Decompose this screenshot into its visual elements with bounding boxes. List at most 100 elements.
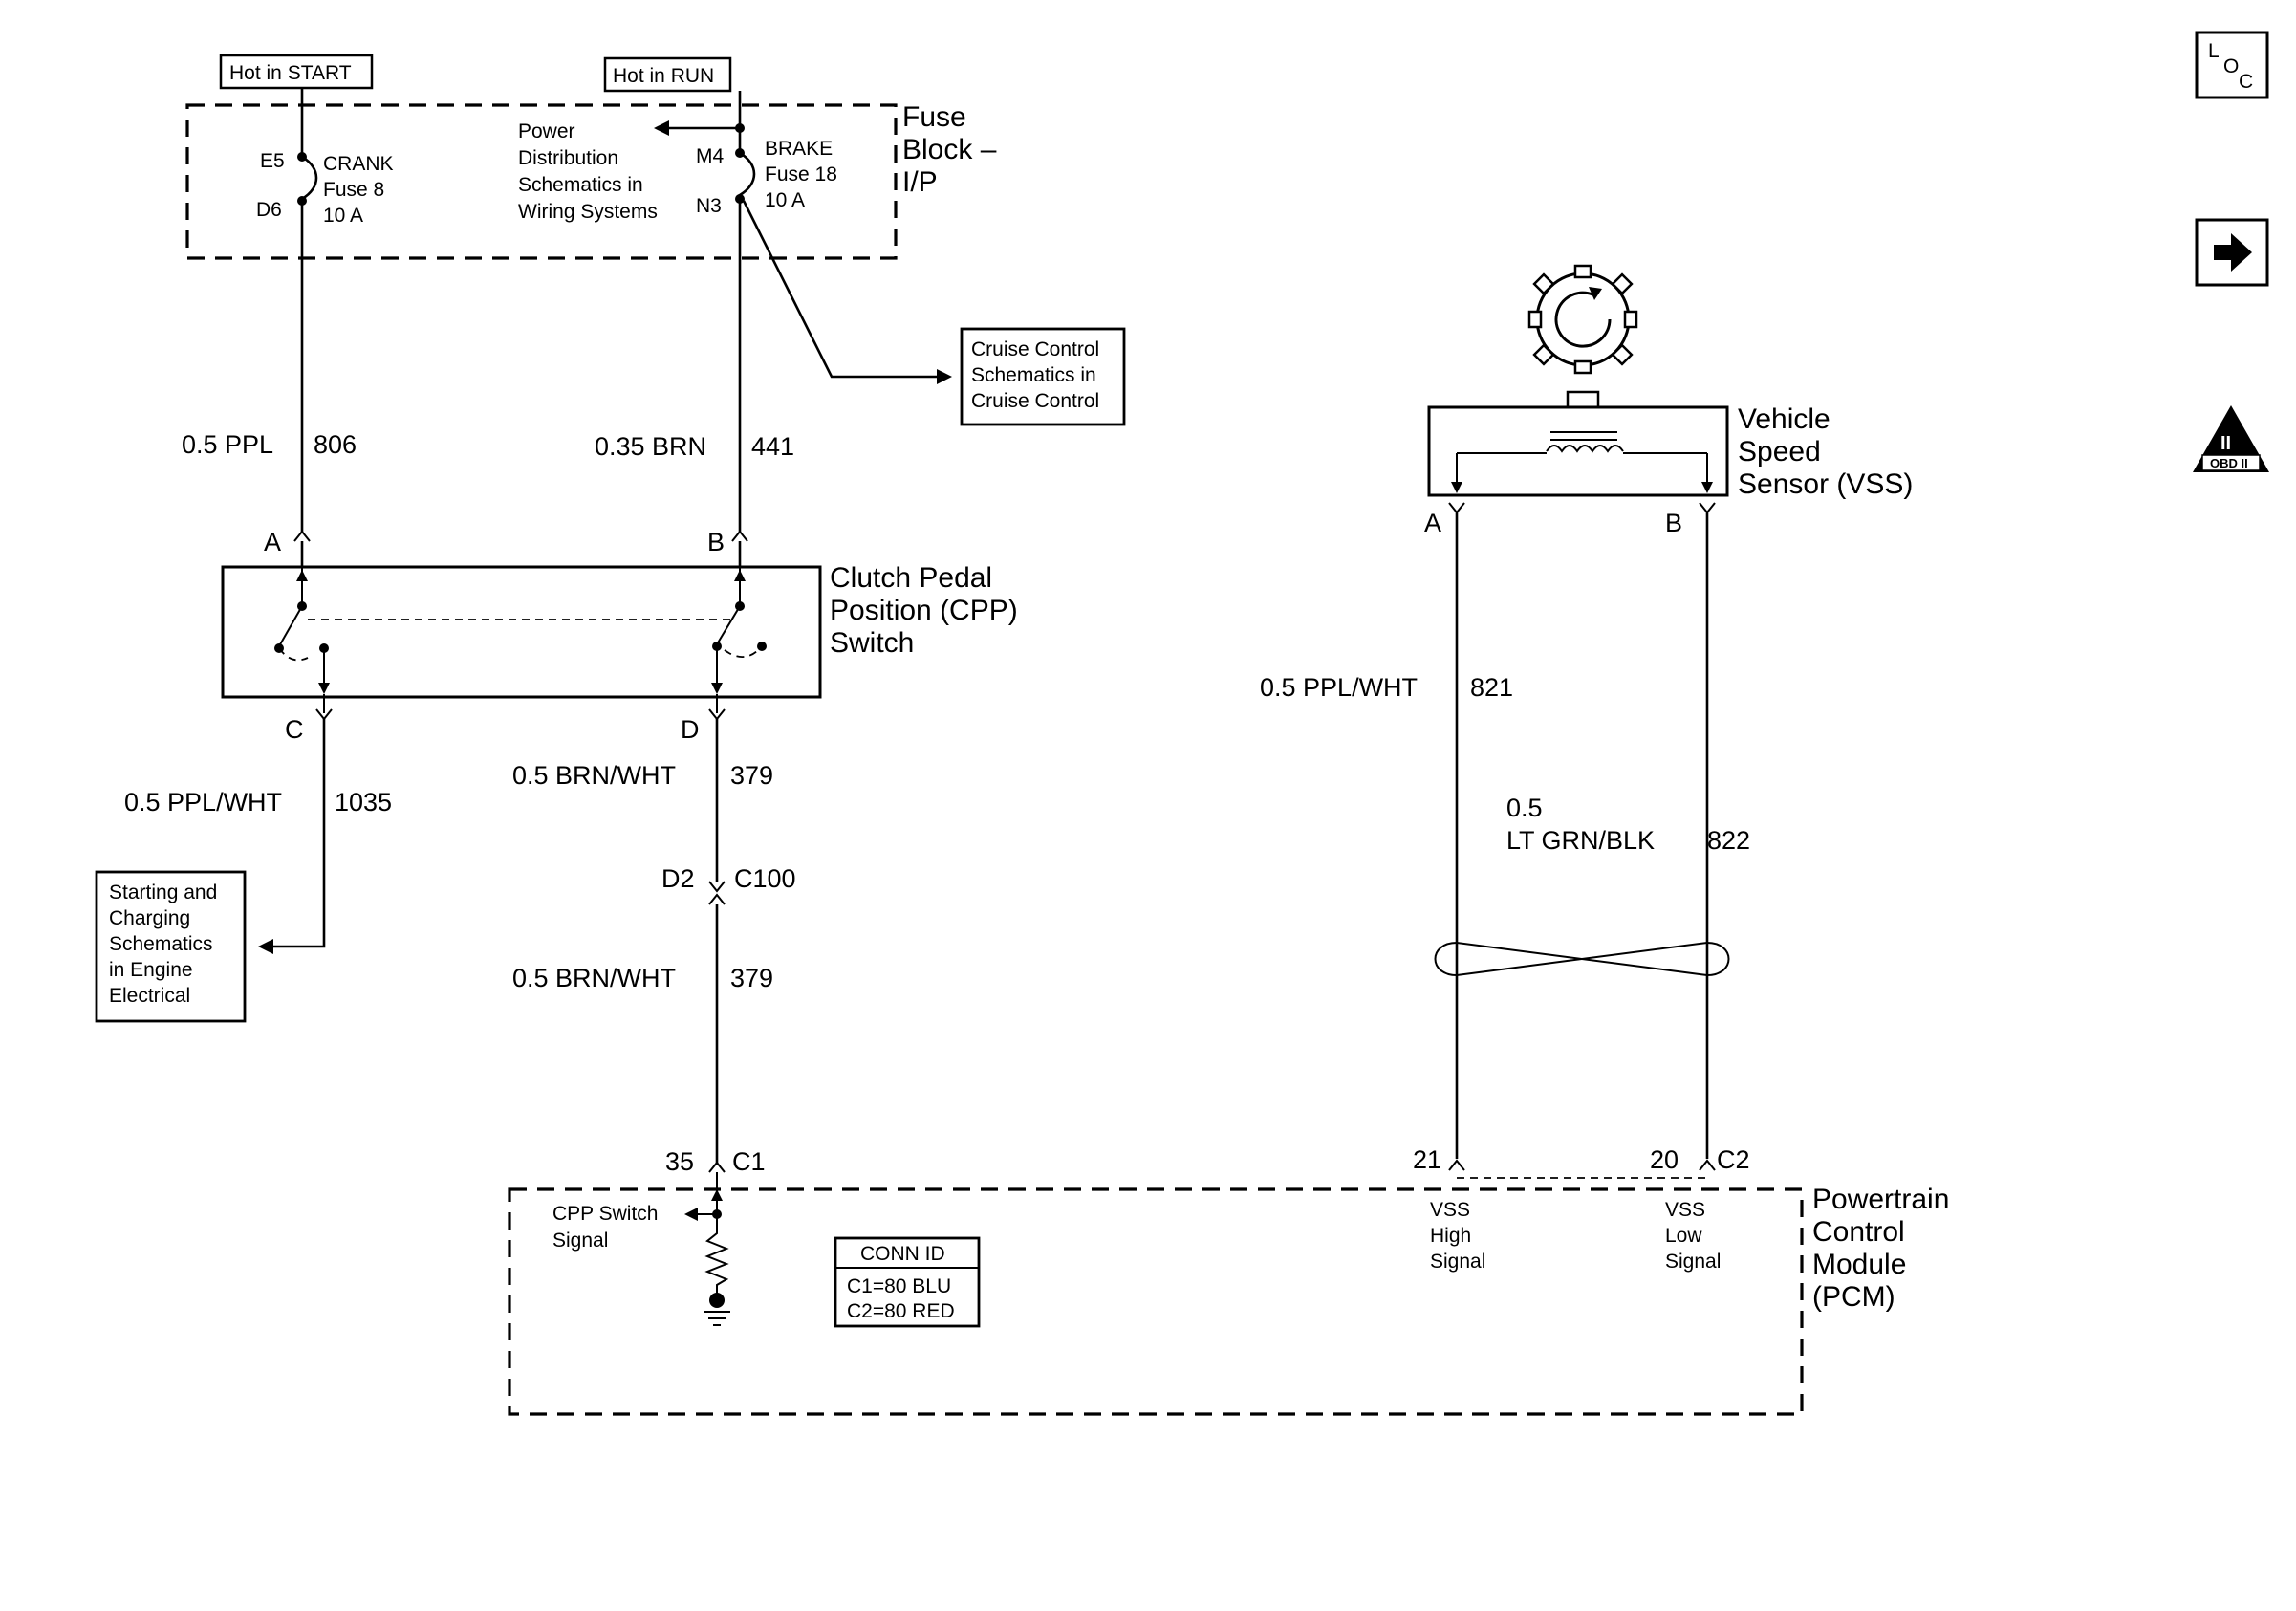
wire-806-color: 0.5 PPL xyxy=(182,430,273,459)
next-page-arrow-icon[interactable] xyxy=(2195,218,2269,287)
power-dist-line-2: Distribution xyxy=(518,147,618,169)
brake-pin-in: M4 xyxy=(696,145,724,167)
vss-low-line-1: VSS xyxy=(1665,1199,1705,1221)
vss-low-line-3: Signal xyxy=(1665,1251,1721,1273)
pcm-pin-35: 35 xyxy=(665,1147,694,1176)
vss-high-line-3: Signal xyxy=(1430,1251,1485,1273)
cruise-control-branch: Cruise Control Schematics in Cruise Cont… xyxy=(742,200,1126,426)
vss-high-line-1: VSS xyxy=(1430,1199,1470,1221)
vss-connector-b: B xyxy=(1665,502,1716,1159)
obd-text: OBD II xyxy=(2210,456,2248,470)
cpp-pin-a: A xyxy=(264,528,281,556)
c100-connector: D2 C100 xyxy=(661,864,796,1165)
conn-id-box: CONN ID C1=80 BLU C2=80 RED xyxy=(834,1236,981,1328)
pcm-module: Powertrain Control Module (PCM) 35 C1 CP… xyxy=(508,1145,1949,1416)
cpp-title-2: Position (CPP) xyxy=(830,595,1018,626)
wire-1035-circuit: 1035 xyxy=(335,788,392,816)
obd-numeral: II xyxy=(2220,433,2231,454)
pcm-pin-20: 20 xyxy=(1650,1145,1679,1174)
wire-1035-color: 0.5 PPL/WHT xyxy=(124,788,282,816)
hot-in-run-text: Hot in RUN xyxy=(613,65,714,87)
hot-in-start-label: Hot in START xyxy=(219,54,374,90)
hot-in-start-text: Hot in START xyxy=(229,62,352,84)
cpp-connector-c: C xyxy=(258,708,333,954)
brake-fuse-number: Fuse 18 xyxy=(765,163,837,185)
crank-fuse-name: CRANK xyxy=(323,153,394,175)
brake-fuse: M4 N3 BRAKE Fuse 18 10 A xyxy=(696,91,837,533)
starting-charging-ref: Starting and Charging Schematics in Engi… xyxy=(95,870,247,1023)
fuse-block: Fuse Block – I/P E5 D6 CRANK Fuse 8 10 A… xyxy=(185,88,997,533)
wire-441-circuit: 441 xyxy=(751,432,794,461)
pcm-title-3: Module xyxy=(1812,1249,1906,1280)
wire-806-circuit: 806 xyxy=(314,430,357,459)
starting-ref-line-2: Charging xyxy=(109,907,190,929)
vss-high-line-2: High xyxy=(1430,1225,1471,1247)
vss-connector-a: A xyxy=(1424,502,1465,1159)
vss-sensor: Vehicle Speed Sensor (VSS) xyxy=(1427,264,1913,500)
wire-379-upper-circuit: 379 xyxy=(730,761,773,790)
loc-letter-o: O xyxy=(2223,55,2239,77)
crank-pin-in: E5 xyxy=(260,150,285,172)
starting-ref-line-3: Schematics xyxy=(109,933,213,955)
cpp-title-1: Clutch Pedal xyxy=(830,562,992,594)
power-dist-line-3: Schematics in xyxy=(518,174,643,196)
obd-ii-icon: II OBD II xyxy=(2193,405,2269,472)
pcm-pin-21: 21 xyxy=(1413,1145,1441,1174)
wire-379-lower-circuit: 379 xyxy=(730,964,773,992)
pcm-conn-c2: C2 xyxy=(1717,1145,1750,1174)
component-locator-icon[interactable]: L O C xyxy=(2195,31,2269,99)
twisted-pair-symbol xyxy=(1434,941,1730,977)
conn-id-title: CONN ID xyxy=(860,1243,945,1265)
vss-title-3: Sensor (VSS) xyxy=(1738,468,1913,500)
wire-822-circuit: 822 xyxy=(1707,826,1750,855)
vss-title-2: Speed xyxy=(1738,436,1821,468)
pcm-title-4: (PCM) xyxy=(1812,1281,1895,1313)
vss-low-line-2: Low xyxy=(1665,1225,1702,1247)
pcm-title-2: Control xyxy=(1812,1216,1905,1248)
fuse-block-title-2: Block – xyxy=(902,134,997,165)
cruise-ref-line-1: Cruise Control xyxy=(971,338,1099,360)
loc-letter-l: L xyxy=(2208,40,2220,62)
vss-title-1: Vehicle xyxy=(1738,403,1830,435)
wire-822-color-2: LT GRN/BLK xyxy=(1506,826,1655,855)
reluctor-wheel-icon xyxy=(1527,264,1638,375)
c100-pin: D2 xyxy=(661,864,695,893)
power-distribution-ref: Power Distribution Schematics in Wiring … xyxy=(518,120,745,223)
cpp-signal-line-2: Signal xyxy=(552,1230,608,1252)
cpp-switch: A B Clutch Pedal Position (CPP) Swi xyxy=(221,528,1018,713)
cpp-pin-c: C xyxy=(285,715,304,744)
vss-pin-a: A xyxy=(1424,509,1441,537)
wire-822-color-1: 0.5 xyxy=(1506,794,1543,822)
power-dist-line-1: Power xyxy=(518,120,575,142)
brake-fuse-rating: 10 A xyxy=(765,189,805,211)
wire-441-color: 0.35 BRN xyxy=(595,432,706,461)
wire-379-upper-color: 0.5 BRN/WHT xyxy=(512,761,676,790)
crank-fuse-number: Fuse 8 xyxy=(323,179,384,201)
cruise-ref-line-3: Cruise Control xyxy=(971,390,1099,412)
cpp-pin-d: D xyxy=(681,715,700,744)
crank-pin-out: D6 xyxy=(256,199,282,221)
conn-id-c1: C1=80 BLU xyxy=(847,1275,951,1297)
fuse-block-title-3: I/P xyxy=(902,166,938,198)
starting-ref-line-1: Starting and xyxy=(109,882,217,903)
loc-letter-c: C xyxy=(2239,71,2253,93)
starting-ref-line-5: Electrical xyxy=(109,985,190,1007)
pcm-title-1: Powertrain xyxy=(1812,1184,1949,1215)
fuse-block-title-1: Fuse xyxy=(902,101,966,133)
brake-fuse-name: BRAKE xyxy=(765,138,833,160)
c100-name: C100 xyxy=(734,864,796,893)
cpp-pin-b: B xyxy=(707,528,725,556)
pcm-conn-c1: C1 xyxy=(732,1147,766,1176)
conn-id-c2: C2=80 RED xyxy=(847,1300,955,1322)
cpp-signal-line-1: CPP Switch xyxy=(552,1203,659,1225)
wire-821-circuit: 821 xyxy=(1470,673,1513,702)
crank-fuse: E5 D6 CRANK Fuse 8 10 A xyxy=(256,88,394,533)
wire-379-lower-color: 0.5 BRN/WHT xyxy=(512,964,676,992)
brake-pin-out: N3 xyxy=(696,195,722,217)
cpp-title-3: Switch xyxy=(830,627,914,659)
hot-in-run-label: Hot in RUN xyxy=(603,56,732,93)
starting-ref-line-4: in Engine xyxy=(109,959,193,981)
wire-821-color: 0.5 PPL/WHT xyxy=(1260,673,1418,702)
power-dist-line-4: Wiring Systems xyxy=(518,201,658,223)
